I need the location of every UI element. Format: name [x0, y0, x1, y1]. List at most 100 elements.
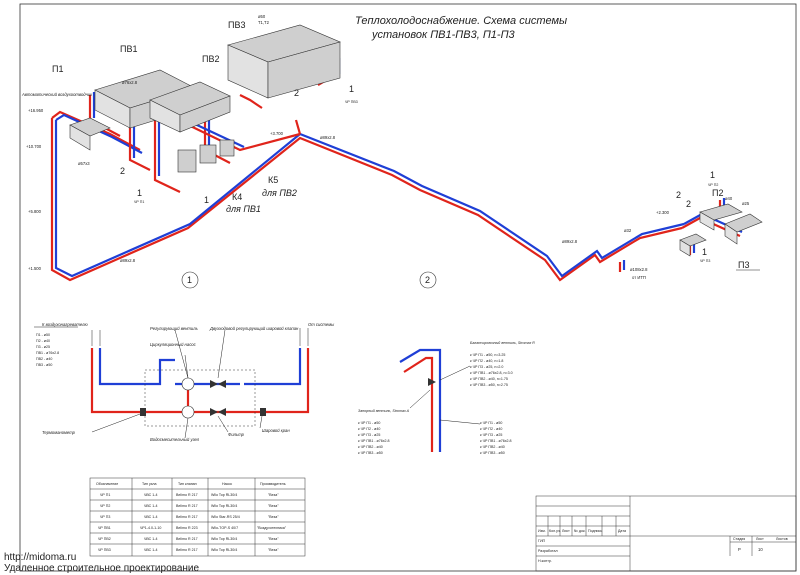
svg-text:ЧВС 1-4: ЧВС 1-4: [144, 537, 157, 541]
detail-to-heaters: К воздухонагревателю: [42, 322, 88, 327]
detail-from-system: От системы: [308, 322, 334, 327]
pipe-label-d89-mid: ø89х2.8: [562, 239, 578, 244]
vr-pv3: ЧР ПВ3: [345, 100, 358, 104]
svg-text:Wilo Top RL30/4: Wilo Top RL30/4: [211, 548, 237, 552]
bal-5: к ЧР ПВ3 - ø50, n=2.75: [470, 383, 508, 387]
svg-text:Belimo R 223: Belimo R 223: [176, 526, 198, 530]
stamp-col-0: Изм.: [538, 529, 546, 533]
zone-2-circle: [419, 271, 437, 289]
pipe-label-d89-low: ø89х2.8: [120, 258, 136, 263]
bal-3: к ЧР ПВ1 - ø76х2.8, n=3.0: [470, 371, 513, 375]
pipe-label-d108: ø108х2.8: [630, 267, 648, 272]
marker-2c: 2: [676, 190, 681, 200]
table-row: ЧР ПВ3 ЧВС 1-4 Belimo R 217 Wilo Top RL3…: [98, 548, 279, 552]
marker-2a: 2: [120, 166, 125, 176]
th-1: Тип узла: [142, 482, 157, 486]
bal-title: Балансировочный вентиль, Stromax R: [470, 341, 535, 345]
label-p2: П2: [712, 188, 723, 198]
legend-left-5: ПВ3 - ø50: [36, 363, 52, 367]
sheet-frame: [19, 3, 797, 572]
stamp-sheets-h: Листов: [776, 537, 788, 541]
svg-text:"Веза": "Веза": [268, 548, 279, 552]
detail-pump: Циркуляционный насос: [150, 342, 197, 347]
svg-text:Belimo R 217: Belimo R 217: [176, 515, 198, 519]
stamp-col-4: Подпись: [588, 529, 602, 533]
elev-6: +2.300: [656, 210, 670, 215]
elev-1: +16.950: [28, 108, 44, 113]
stamp-checked: Н.контр.: [538, 559, 552, 563]
svg-text:ЧР П3: ЧР П3: [100, 515, 110, 519]
bal-2: к ЧР П3 - ø25, n=2.0: [470, 365, 503, 369]
svg-text:ЧР П2: ЧР П2: [100, 504, 110, 508]
svg-text:ЧР ПВ1: ЧР ПВ1: [98, 526, 111, 530]
stamp-stage-h: Стадия: [733, 537, 745, 541]
svg-text:Wilo-TOP-S 40/7: Wilo-TOP-S 40/7: [211, 526, 238, 530]
label-k4-for: для ПВ1: [226, 204, 261, 214]
title-block: [535, 495, 797, 572]
th-0: Обозначение: [96, 482, 118, 486]
shut2-0: к ЧР П1 - ø50: [480, 421, 502, 425]
marker-1e: 1: [702, 247, 707, 257]
elev-5: +3.700: [270, 131, 284, 136]
svg-text:ЧВС 1-4: ЧВС 1-4: [144, 493, 157, 497]
stamp-col-2: Лист: [562, 529, 570, 533]
stamp-sheet-h: Лист: [756, 537, 764, 541]
stamp-col-3: № док.: [574, 529, 586, 533]
legend-left-0: П1 - ø50: [36, 333, 50, 337]
detail-ball-valve: Шаровой кран: [262, 428, 290, 433]
shut-1: к ЧР П2 - ø40: [358, 427, 380, 431]
vr-p2: ЧР П2: [708, 183, 718, 187]
svg-text:Wilo Star-RS 25/4: Wilo Star-RS 25/4: [211, 515, 240, 519]
table-row: ЧР ПВ1 ЧР1-4.0-1-10 Belimo R 223 Wilo-TO…: [98, 526, 287, 530]
svg-text:ЧР ПВ2: ЧР ПВ2: [98, 537, 111, 541]
svg-text:"Воздухотехника": "Воздухотехника": [257, 526, 287, 530]
riser-supply: [50, 118, 683, 282]
legend-left-2: П3 - ø25: [36, 345, 50, 349]
vr-p1: ЧР П1: [134, 200, 144, 204]
balancing-detail: [399, 348, 481, 452]
stamp-developed: Разработал: [538, 549, 558, 553]
elev-2: +10.700: [26, 144, 42, 149]
elev-3: +5.800: [28, 209, 42, 214]
detail-thermometer: Термоманометр: [42, 430, 76, 435]
legend-left-3: ПВ1 - ø76х2.8: [36, 351, 59, 355]
svg-text:Wilo Top RL30/4: Wilo Top RL30/4: [211, 537, 237, 541]
svg-text:Belimo R 217: Belimo R 217: [176, 504, 198, 508]
label-pv2: ПВ2: [202, 54, 219, 64]
table-row: ЧР П2 ЧВС 1-4 Belimo R 217 Wilo Top RL30…: [100, 504, 279, 508]
shut-4: к ЧР ПВ2 - ø40: [358, 445, 383, 449]
label-k5: К5: [268, 175, 278, 185]
bal-4: к ЧР ПВ2 - ø40, n=1.75: [470, 377, 508, 381]
stamp-gip: ГИП: [538, 539, 546, 543]
shut-0: к ЧР П1 - ø50: [358, 421, 380, 425]
svg-text:ЧВС 1-4: ЧВС 1-4: [144, 504, 157, 508]
svg-text:Belimo R 217: Belimo R 217: [176, 548, 198, 552]
svg-text:Wilo Top RL30/4: Wilo Top RL30/4: [211, 504, 237, 508]
shut-2: к ЧР П3 - ø25: [358, 433, 380, 437]
table-row: ЧР П1 ЧВС 1-4 Belimo R 217 Wilo Top RL30…: [100, 493, 279, 497]
pipe-label-d32: ø32: [624, 228, 632, 233]
svg-text:Belimo R 217: Belimo R 217: [176, 537, 198, 541]
shut2-1: к ЧР П2 - ø40: [480, 427, 502, 431]
vr-p3: ЧР П3: [700, 259, 710, 263]
shut-3: к ЧР ПВ1 - ø76х2.8: [358, 439, 390, 443]
shut2-3: к ЧР ПВ1 - ø76х2.8: [480, 439, 512, 443]
svg-text:ЧР1-4.0-1-10: ЧР1-4.0-1-10: [140, 526, 161, 530]
bal-0: к ЧР П1 - ø50, n=3.25: [470, 353, 505, 357]
footer-url[interactable]: http://midoma.ru: [4, 552, 77, 563]
shut2-4: к ЧР ПВ2 - ø40: [480, 445, 505, 449]
svg-text:"Веза": "Веза": [268, 515, 279, 519]
th-2: Тип клапан: [178, 482, 197, 486]
marker-1a: 1: [137, 188, 142, 198]
legend-left-1: П2 - ø40: [36, 339, 50, 343]
zone-2-label: 2: [425, 275, 430, 285]
label-k4: К4: [232, 192, 242, 202]
detail-mixing-unit: Водосмесительный узел: [150, 437, 200, 442]
svg-text:ЧР П1: ЧР П1: [100, 493, 110, 497]
equipment-table: [89, 477, 306, 557]
zone-1-circle: [181, 271, 199, 289]
label-pv1: ПВ1: [120, 44, 137, 54]
svg-text:Wilo Top RL30/4: Wilo Top RL30/4: [211, 493, 237, 497]
svg-text:ЧВС 1-4: ЧВС 1-4: [144, 548, 157, 552]
mixing-unit-detail: [90, 328, 310, 439]
